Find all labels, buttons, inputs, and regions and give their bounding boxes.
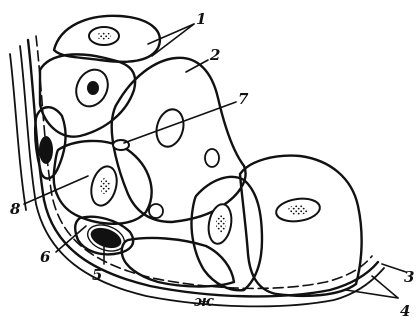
nucleolus — [216, 215, 226, 233]
label-5: 5 — [92, 266, 102, 284]
label-3: 3 — [404, 268, 414, 286]
nucleolus — [97, 32, 111, 40]
label-8: 8 — [10, 200, 21, 218]
vacuole-large — [153, 106, 188, 149]
panel-letter: ж — [194, 292, 214, 310]
basal-nucleus — [88, 224, 124, 252]
nucleolus — [100, 178, 110, 194]
label-2: 2 — [209, 46, 220, 64]
nucleolus — [87, 81, 99, 95]
bottom-cell — [122, 238, 234, 287]
basement-membrane — [10, 36, 384, 306]
right-cell — [240, 156, 362, 296]
vacuole — [205, 149, 219, 167]
label-7: 7 — [238, 90, 249, 108]
label-6: 6 — [40, 248, 51, 266]
cells-group — [35, 16, 361, 296]
label-4: 4 — [400, 302, 410, 320]
vacuole — [149, 204, 163, 218]
label-1: 1 — [196, 10, 206, 28]
nucleolus — [288, 205, 308, 215]
